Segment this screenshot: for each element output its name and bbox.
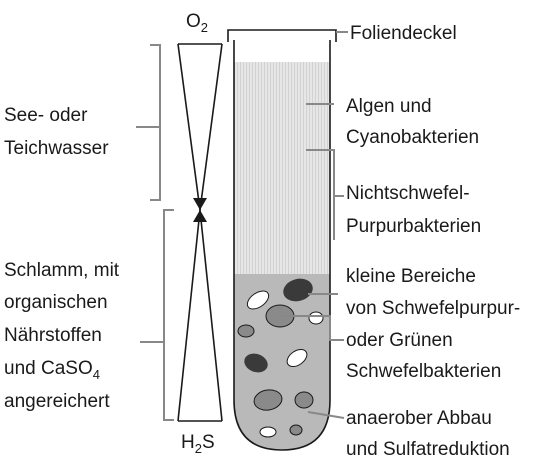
white-particle xyxy=(246,290,270,310)
white-particle xyxy=(308,311,324,325)
grey-particle xyxy=(289,424,303,436)
o2-label: O2 xyxy=(186,11,208,35)
h2s-label: H2S xyxy=(181,432,215,456)
dark-particle xyxy=(244,353,268,373)
white-particle xyxy=(259,426,277,438)
gradient-center-marker xyxy=(193,198,207,222)
mud-zone-bracket xyxy=(140,209,174,421)
water-zone-bracket xyxy=(136,44,161,201)
algae-label: Algen und Cyanobakterien xyxy=(346,96,479,148)
mud-label: Schlamm, mit organischen Nährstoffen und… xyxy=(4,260,124,412)
grey-particle xyxy=(253,389,283,411)
nonsulfur-bacteria-label: Nichtschwefel- Purpurbakterien xyxy=(346,183,481,237)
callout-lines xyxy=(282,31,348,419)
water-label: See- oder Teichwasser xyxy=(4,105,109,159)
test-tube xyxy=(227,29,337,451)
oxygen-gradient-triangle xyxy=(177,43,223,211)
dark-particle xyxy=(283,278,313,302)
anaerobic-label: anaerober Abbau und Sulfatreduktion xyxy=(346,408,510,460)
white-particle xyxy=(286,348,308,368)
water-column xyxy=(234,62,330,274)
sulfide-gradient-triangle xyxy=(177,209,223,422)
sulfur-bacteria-label: kleine Bereiche von Schwefelpurpur- oder… xyxy=(346,266,526,382)
grey-particle xyxy=(237,324,255,338)
grey-particle xyxy=(294,391,314,409)
foil-cap xyxy=(227,29,337,42)
lid-label: Foliendeckel xyxy=(350,23,457,44)
